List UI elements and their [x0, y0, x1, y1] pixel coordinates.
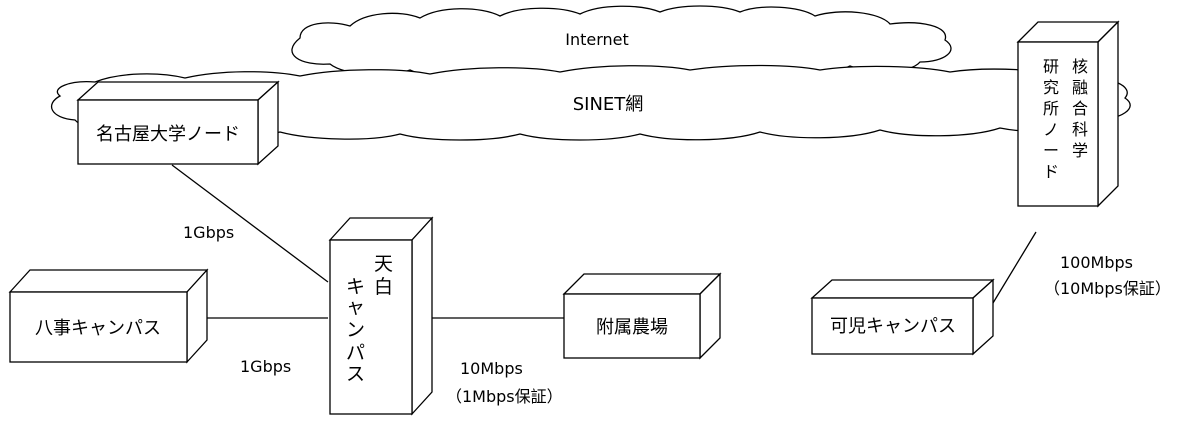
link-nifs-kani	[992, 231, 1037, 304]
tenpaku-char: 白	[374, 276, 393, 298]
nifs-char: ノ	[1043, 120, 1059, 139]
link-label-farm-guarantee: （1Mbps保証）	[446, 387, 563, 406]
nifs-char: ー	[1043, 141, 1059, 160]
tenpaku-char: ス	[346, 363, 365, 385]
nifs-char: 学	[1072, 141, 1088, 160]
kani-label: 可児キャンパス	[830, 316, 956, 337]
nifs-char: 所	[1043, 99, 1059, 118]
nifs-char: 研	[1043, 57, 1059, 76]
link-label-hachiji-tenpaku: 1Gbps	[240, 357, 291, 376]
tenpaku-char: 天	[374, 253, 393, 275]
tenpaku-char: ャ	[346, 296, 365, 318]
link-label-nagoya-tenpaku: 1Gbps	[183, 223, 234, 242]
nifs-label: 核 融 合 科 学 研 究 所 ノ ー ド	[1043, 57, 1088, 181]
nifs-char: 核	[1072, 57, 1088, 76]
link-label-farm-rate: 10Mbps	[460, 359, 523, 378]
tenpaku-char: キ	[346, 276, 365, 298]
tenpaku-node: 天 白 キ ャ ン パ ス	[328, 216, 434, 416]
internet-label: Internet	[565, 30, 629, 49]
links	[171, 164, 1037, 319]
tenpaku-char: パ	[346, 342, 365, 364]
nifs-node: 核 融 合 科 学 研 究 所 ノ ー ド	[1016, 20, 1120, 208]
kani-node: 可児キャンパス	[810, 278, 995, 356]
farm-label: 附属農場	[596, 317, 668, 338]
nifs-char: 究	[1043, 78, 1059, 97]
nifs-char: 融	[1072, 78, 1088, 97]
hachiji-node: 八事キャンパス	[8, 268, 209, 364]
link-nagoya-tenpaku	[171, 164, 329, 283]
farm-node: 附属農場	[562, 272, 722, 360]
tenpaku-label: 天 白 キ ャ ン パ ス	[346, 253, 393, 385]
sinet-cloud: SINET網	[50, 64, 1131, 141]
link-label-kani-guarantee: （10Mbps保証）	[1044, 279, 1171, 298]
link-label-kani-rate: 100Mbps	[1060, 253, 1133, 272]
tenpaku-char: ン	[346, 319, 365, 341]
nifs-char: 合	[1072, 99, 1088, 118]
sinet-label: SINET網	[573, 94, 644, 115]
nifs-char: ド	[1043, 162, 1059, 181]
nagoya-label: 名古屋大学ノード	[96, 124, 240, 145]
hachiji-label: 八事キャンパス	[35, 318, 161, 339]
nagoya-node: 名古屋大学ノード	[76, 80, 280, 166]
nifs-char: 科	[1072, 120, 1088, 139]
